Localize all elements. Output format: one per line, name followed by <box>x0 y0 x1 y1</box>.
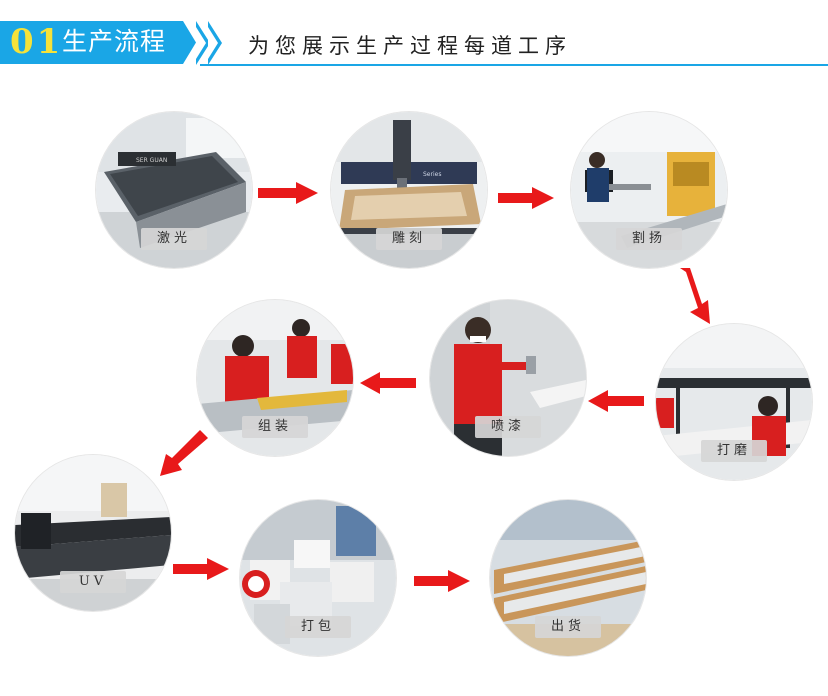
step-grinding: 打磨 <box>656 324 812 480</box>
step-label: 组装 <box>242 416 308 438</box>
arrow-left-icon <box>360 372 416 394</box>
step-label: 喷漆 <box>475 416 541 438</box>
cutting-workshop-photo <box>571 112 727 268</box>
arrow-right-icon <box>173 558 229 580</box>
step-label: 雕刻 <box>376 228 442 250</box>
svg-text:Series: Series <box>423 171 441 178</box>
step-label: 激光 <box>141 228 207 250</box>
section-badge <box>0 21 196 64</box>
step-label: 打磨 <box>701 440 767 462</box>
section-header: 01 生产流程 为您展示生产过程每道工序 <box>0 0 828 80</box>
step-engraving: Series 雕刻 <box>331 112 487 268</box>
arrow-left-icon <box>588 390 644 412</box>
step-label: 出货 <box>535 616 601 638</box>
arrow-right-icon <box>414 570 470 592</box>
step-laser: SER GUAN 激光 <box>96 112 252 268</box>
step-shipping: 出货 <box>490 500 646 656</box>
step-label: 打包 <box>285 616 351 638</box>
step-spray-painting: 喷漆 <box>430 300 586 456</box>
arrow-down-right-icon <box>680 268 710 324</box>
laser-machine-photo: SER GUAN <box>96 112 252 268</box>
step-assembly: 组装 <box>197 300 353 456</box>
section-number: 01 <box>10 22 64 62</box>
chevron-inner <box>208 27 218 59</box>
svg-text:SER GUAN: SER GUAN <box>136 157 167 164</box>
step-cutting: 割扬 <box>571 112 727 268</box>
arrow-right-icon <box>258 182 318 204</box>
arrow-right-icon <box>498 187 554 209</box>
header-underline <box>200 64 828 66</box>
step-uv-printing: UV <box>15 455 171 611</box>
step-label: 割扬 <box>616 228 682 250</box>
chevron-inner <box>196 27 206 59</box>
engraving-machine-photo: Series <box>331 112 487 268</box>
section-title: 生产流程 <box>62 27 167 56</box>
step-packing: 打包 <box>240 500 396 656</box>
shipping-crates-photo <box>490 500 646 656</box>
step-label: UV <box>60 571 126 593</box>
arrow-down-left-icon <box>160 430 208 476</box>
assembly-workshop-photo <box>197 300 353 456</box>
section-subtitle: 为您展示生产过程每道工序 <box>248 34 572 58</box>
